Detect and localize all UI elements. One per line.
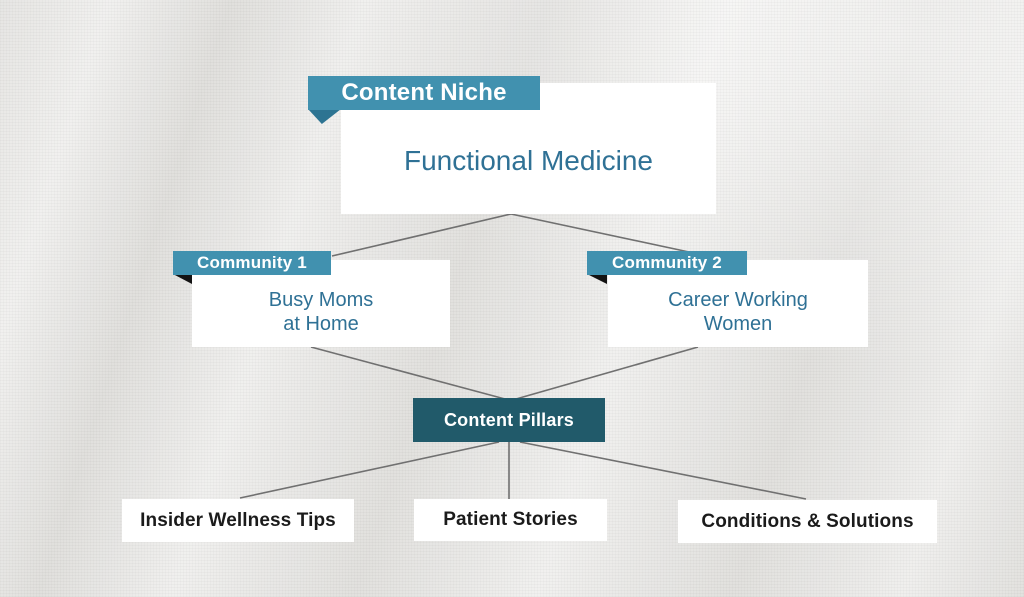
connector-pillars-to-leaf3 — [519, 441, 807, 500]
pillar-box-insider-wellness-tips: Insider Wellness Tips — [122, 499, 354, 542]
niche-title: Functional Medicine — [403, 144, 654, 176]
pillar-label: Patient Stories — [443, 509, 578, 530]
community1-title-line1: Busy Moms — [268, 288, 374, 311]
community2-banner-fold — [587, 274, 607, 284]
pillar-box-conditions-solutions: Conditions & Solutions — [678, 500, 937, 543]
community2-title: Career Working Women — [668, 288, 808, 336]
community1-banner: Community 1 — [173, 251, 331, 275]
connector-community1-to-pillars — [310, 346, 506, 400]
pillar-label: Conditions & Solutions — [701, 510, 914, 532]
pillar-box-patient-stories: Patient Stories — [414, 499, 607, 541]
community2-banner: Community 2 — [587, 251, 747, 275]
content-pillars-box: Content Pillars — [413, 398, 605, 442]
community1-banner-label: Community 1 — [197, 253, 307, 272]
community2-title-line1: Career Working — [668, 288, 808, 311]
niche-banner-label: Content Niche — [341, 79, 507, 106]
community1-title: Busy Moms at Home — [269, 288, 373, 336]
pillar-label: Insider Wellness Tips — [140, 509, 336, 531]
content-pillars-label: Content Pillars — [443, 409, 575, 430]
community1-banner-fold — [173, 274, 192, 284]
connector-pillars-to-leaf1 — [239, 441, 500, 499]
community2-title-line2: Women — [703, 312, 773, 335]
connector-community2-to-pillars — [515, 346, 699, 400]
community2-banner-label: Community 2 — [612, 253, 722, 272]
connector-niche-to-community1 — [331, 213, 512, 257]
connector-niche-to-community2 — [510, 213, 690, 253]
niche-banner: Content Niche — [308, 76, 540, 110]
community1-title-line2: at Home — [283, 312, 359, 335]
